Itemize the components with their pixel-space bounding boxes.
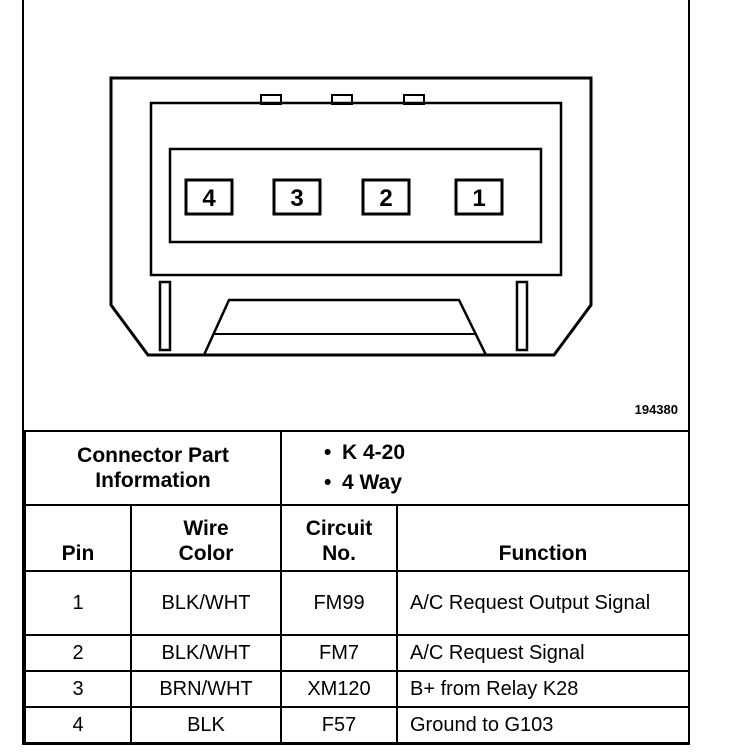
connector-info-row: Connector Part Information •K 4-20 •4 Wa… <box>24 430 690 506</box>
pin-label-2: 2 <box>379 185 392 212</box>
table-row: 2 BLK/WHT FM7 A/C Request Signal <box>24 634 690 672</box>
cell-wire-color: BLK/WHT <box>130 634 282 672</box>
cell-pin: 2 <box>24 634 132 672</box>
connector-info-label: Connector Part Information <box>24 430 282 506</box>
cell-function: A/C Request Output Signal <box>396 570 690 636</box>
cell-wire-color: BLK/WHT <box>130 570 282 636</box>
latch-tab <box>403 94 425 105</box>
connector-figure-frame: 4 3 2 1 194380 Connector Part Informatio… <box>22 0 690 745</box>
connector-info-label-line1: Connector Part <box>77 444 229 467</box>
cell-wire-color: BLK <box>130 706 282 744</box>
connector-info-label-line2: Information <box>95 469 211 492</box>
figure-id: 194380 <box>634 402 678 417</box>
cell-circuit: XM120 <box>280 670 398 708</box>
table-row: 4 BLK F57 Ground to G103 <box>24 706 690 744</box>
connector-table: Connector Part Information •K 4-20 •4 Wa… <box>24 430 690 744</box>
pin-cavity-strip <box>168 147 543 244</box>
connector-drawing: 4 3 2 1 <box>109 76 593 357</box>
latch-tab <box>331 94 353 105</box>
keyway <box>202 298 488 356</box>
connector-info-item: •4 Way <box>324 471 402 494</box>
table-row: 1 BLK/WHT FM99 A/C Request Output Signal <box>24 570 690 636</box>
connector-body <box>149 101 563 277</box>
connector-housing-outline <box>109 76 593 357</box>
connector-info-values: •K 4-20 •4 Way <box>280 430 690 506</box>
cell-function: A/C Request Signal <box>396 634 690 672</box>
cell-circuit: FM99 <box>280 570 398 636</box>
pin-cavity-4 <box>184 178 234 216</box>
cell-circuit: FM7 <box>280 634 398 672</box>
pin-cavity-1 <box>454 178 504 216</box>
cell-circuit: F57 <box>280 706 398 744</box>
cell-function: Ground to G103 <box>396 706 690 744</box>
pin-label-4: 4 <box>202 185 216 212</box>
cell-function: B+ from Relay K28 <box>396 670 690 708</box>
pin-cavity-2 <box>361 178 411 216</box>
cell-pin: 3 <box>24 670 132 708</box>
header-function: Function <box>396 504 690 572</box>
connector-info-item: •K 4-20 <box>324 441 406 464</box>
pin-label-1: 1 <box>472 185 485 212</box>
latch-tab <box>260 94 282 105</box>
pin-cavity-3 <box>272 178 322 216</box>
table-row: 3 BRN/WHT XM120 B+ from Relay K28 <box>24 670 690 708</box>
pin-label-3: 3 <box>290 185 303 212</box>
guide-post-left <box>158 280 172 352</box>
cell-pin: 4 <box>24 706 132 744</box>
header-pin: Pin <box>24 504 132 572</box>
cell-pin: 1 <box>24 570 132 636</box>
cell-wire-color: BRN/WHT <box>130 670 282 708</box>
guide-post-right <box>515 280 529 352</box>
